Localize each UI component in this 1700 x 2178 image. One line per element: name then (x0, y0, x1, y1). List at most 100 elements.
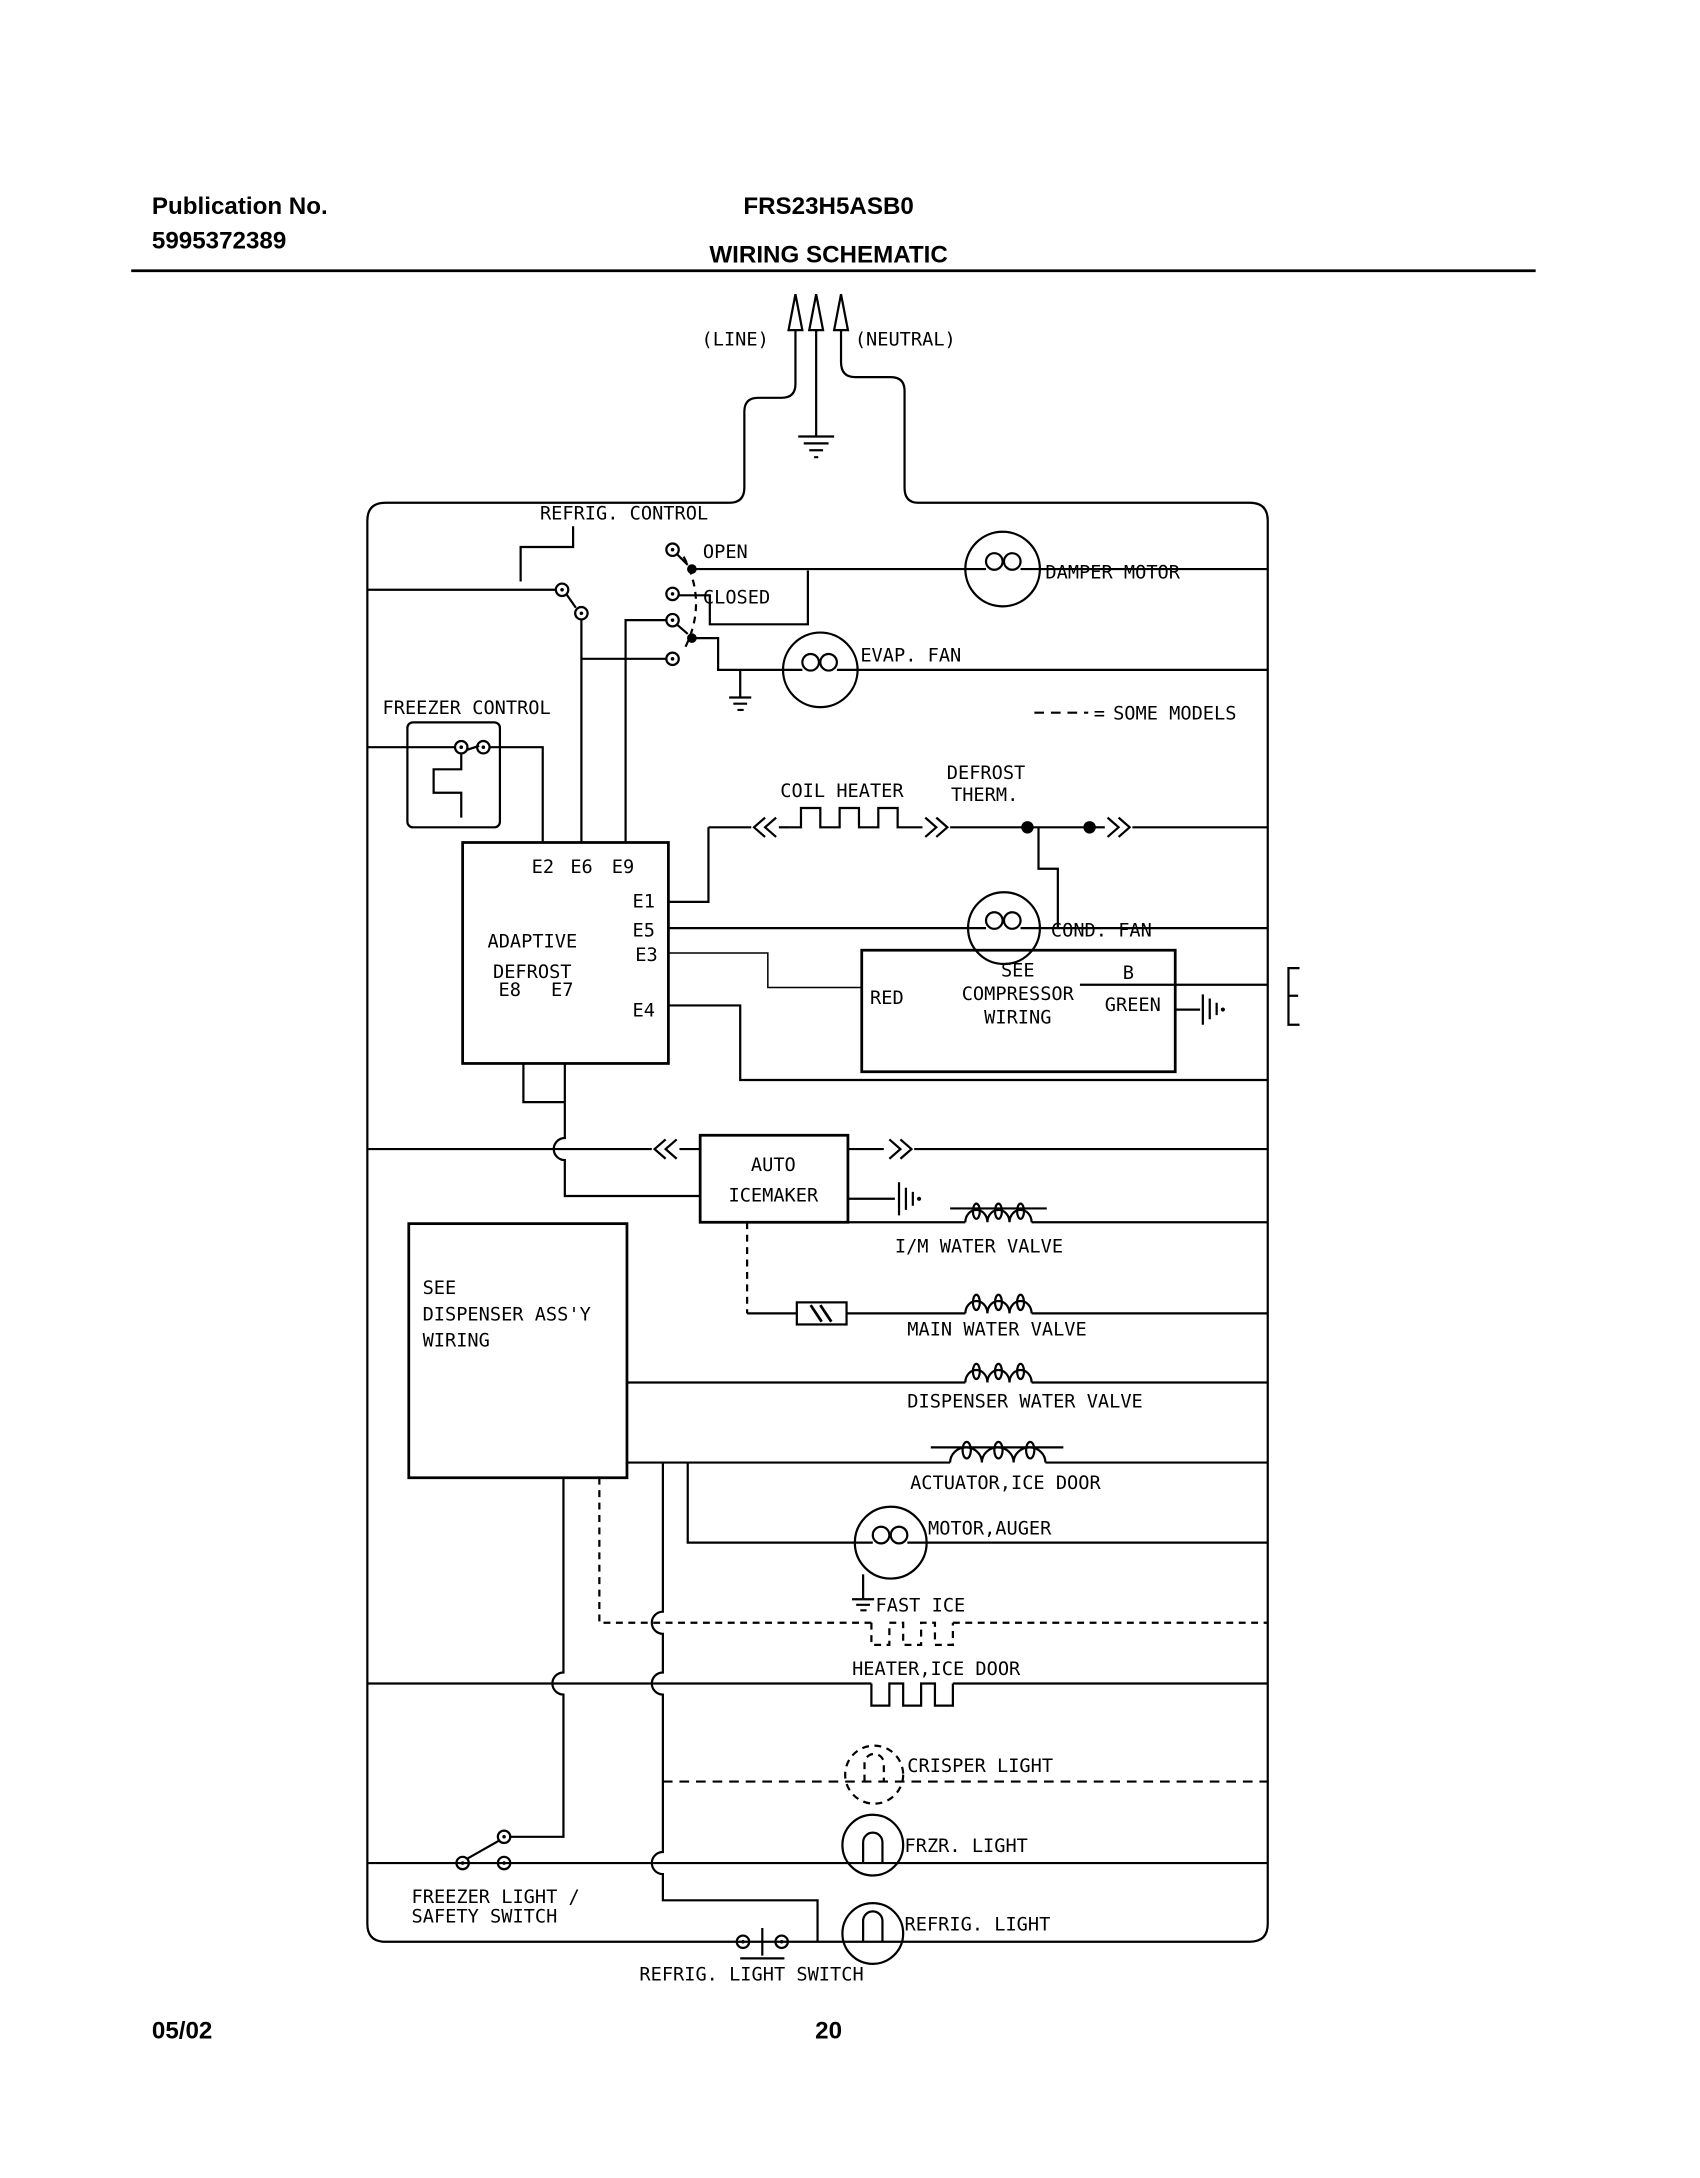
adaptive-defrost-label-1: ADAPTIVE (487, 931, 577, 952)
see-compressor-label-2: COMPRESSOR (962, 984, 1075, 1005)
im-valve-coil (964, 1208, 1033, 1223)
ground-arrow-icon (807, 294, 825, 332)
fast-ice-element (870, 1621, 954, 1646)
connector-chevrons-left-icon (752, 816, 777, 838)
ground-symbol-auger (852, 1574, 875, 1612)
line-arrow-icon (787, 294, 804, 332)
refrig-light: REFRIG. LIGHT (841, 1901, 1051, 1965)
model-number: FRS23H5ASB0 (743, 193, 913, 220)
ground-symbol-evap (729, 669, 752, 712)
pin-e2-label: E2 (532, 857, 554, 878)
crisper-light: CRISPER LIGHT (662, 1744, 1268, 1805)
dispenser-water-valve-label: DISPENSER WATER VALVE (907, 1391, 1142, 1412)
main-water-valve: MAIN WATER VALVE (907, 1293, 1268, 1341)
adaptive-defrost-board: E2 E6 E9 ADAPTIVE DEFROST E1 E5 E3 E4 E8… (461, 827, 1268, 1198)
heater-ice-door: HEATER,ICE DOOR (367, 1659, 1268, 1707)
see-dispenser-label-3: WIRING (423, 1331, 490, 1352)
defrost-therm-label-1: DEFROST (947, 763, 1026, 784)
fuse-icon (795, 1301, 848, 1326)
defrost-therm-label-2: THERM. (951, 785, 1018, 806)
see-dispenser-label-2: DISPENSER ASS'Y (423, 1304, 591, 1325)
freezer-control: FREEZER CONTROL (367, 698, 551, 843)
frzr-light-label: FRZR. LIGHT (905, 1836, 1028, 1857)
refrig-light-label: REFRIG. LIGHT (905, 1915, 1051, 1936)
power-cord-bracket-icon (1287, 967, 1300, 1026)
actuator-ice-door-label: ACTUATOR,ICE DOOR (910, 1473, 1101, 1494)
connector-chevrons-right2-icon (1106, 816, 1132, 838)
b-wire-label: B (1123, 963, 1134, 984)
pin-e9-label: E9 (612, 857, 634, 878)
pin-e3-label: E3 (635, 945, 657, 966)
page-header: Publication No. 5995372389 FRS23H5ASB0 W… (131, 193, 1536, 273)
dispenser-water-valve: DISPENSER WATER VALVE (626, 1362, 1268, 1412)
auto-icemaker-label-2: ICEMAKER (728, 1186, 818, 1207)
publication-label: Publication No. (152, 193, 328, 220)
ground-symbol-top (798, 435, 835, 459)
dispenser-valve-coil (964, 1368, 1033, 1383)
frzr-light: FRZR. LIGHT (841, 1813, 1028, 1877)
open-label: OPEN (703, 542, 748, 563)
outer-border-and-power-entry: (LINE) (NEUTRAL) (366, 294, 1269, 1943)
freezer-safety-label-2: SAFETY SWITCH (412, 1906, 558, 1927)
pin-e8-label: E8 (499, 980, 521, 1001)
page-title: WIRING SCHEMATIC (709, 241, 947, 268)
evap-fan-label: EVAP. FAN (860, 646, 961, 667)
pin-e4-label: E4 (632, 1000, 654, 1021)
adaptive-defrost-label-2: DEFROST (493, 962, 571, 983)
crisper-light-label: CRISPER LIGHT (907, 1756, 1053, 1777)
closed-label: CLOSED (703, 588, 770, 609)
refrig-control-switch: REFRIG. CONTROL OPEN CLOSED (367, 503, 809, 843)
see-compressor-label-3: WIRING (984, 1007, 1051, 1028)
line-label: (LINE) (702, 329, 769, 350)
damper-motor-label: DAMPER MOTOR (1045, 563, 1180, 584)
see-compressor-label-1: SEE (1001, 960, 1035, 981)
freezer-light-safety-switch: FREEZER LIGHT / SAFETY SWITCH (367, 1829, 1268, 1927)
fast-ice-heater: FAST ICE (598, 1477, 1268, 1646)
im-water-valve: I/M WATER VALVE (847, 1202, 1268, 1258)
see-dispenser-label-1: SEE (423, 1278, 457, 1299)
refrig-light-switch: REFRIG. LIGHT SWITCH (639, 1927, 864, 1985)
heater-ice-door-label: HEATER,ICE DOOR (852, 1659, 1021, 1680)
pin-e5-label: E5 (632, 920, 654, 941)
auto-icemaker: AUTO ICEMAKER (367, 1133, 1268, 1326)
damper-motor: DAMPER MOTOR (696, 530, 1268, 608)
actuator-ice-door: ACTUATOR,ICE DOOR (626, 1440, 1268, 1494)
cond-fan: COND. FAN (966, 891, 1268, 966)
feed-trunk-lines (509, 1462, 819, 1942)
red-wire-label: RED (870, 988, 904, 1009)
green-wire-label: GREEN (1105, 995, 1161, 1016)
neutral-label: (NEUTRAL) (855, 329, 956, 350)
page-footer: 05/02 20 (152, 2017, 842, 2044)
neutral-arrow-icon (832, 294, 850, 332)
icemaker-chevrons-right-icon (888, 1138, 914, 1160)
dispenser-assy-box: SEE DISPENSER ASS'Y WIRING (407, 1222, 629, 1480)
cond-fan-label: COND. FAN (1051, 920, 1152, 941)
publication-number: 5995372389 (152, 228, 286, 255)
fast-ice-label: FAST ICE (876, 1596, 966, 1617)
freezer-safety-label-1: FREEZER LIGHT / (412, 1887, 580, 1908)
footer-page-number: 20 (815, 2017, 842, 2044)
main-valve-coil (964, 1299, 1033, 1314)
pin-e7-label: E7 (551, 980, 573, 1001)
green-ground-connector-icon (1201, 994, 1225, 1025)
icemaker-ground-connector-icon (897, 1182, 922, 1216)
icemaker-chevrons-left-icon (652, 1138, 678, 1160)
compressor-wiring-box: SEE COMPRESSOR WIRING RED B GREEN (860, 948, 1300, 1074)
heater-ice-door-element (870, 1682, 954, 1707)
legend-text: SOME MODELS (1113, 704, 1236, 725)
coil-heater-label: COIL HEATER (780, 781, 904, 802)
pin-e1-label: E1 (632, 891, 654, 912)
pin-e6-label: E6 (570, 857, 592, 878)
main-water-valve-label: MAIN WATER VALVE (907, 1320, 1086, 1341)
connector-chevrons-right-icon (924, 816, 950, 838)
auto-icemaker-label-1: AUTO (751, 1155, 796, 1176)
refrig-light-switch-label: REFRIG. LIGHT SWITCH (639, 1964, 863, 1985)
coil-heater-defrost-therm: COIL HEATER DEFROST THERM. (708, 763, 1268, 929)
freezer-control-label: FREEZER CONTROL (383, 698, 551, 719)
evap-fan: EVAP. FAN (781, 631, 1268, 709)
footer-date: 05/02 (152, 2017, 212, 2044)
legend-some-models: = SOME MODELS (1034, 704, 1236, 725)
legend-equals: = (1094, 704, 1105, 725)
motor-auger-label: MOTOR,AUGER (928, 1518, 1052, 1539)
